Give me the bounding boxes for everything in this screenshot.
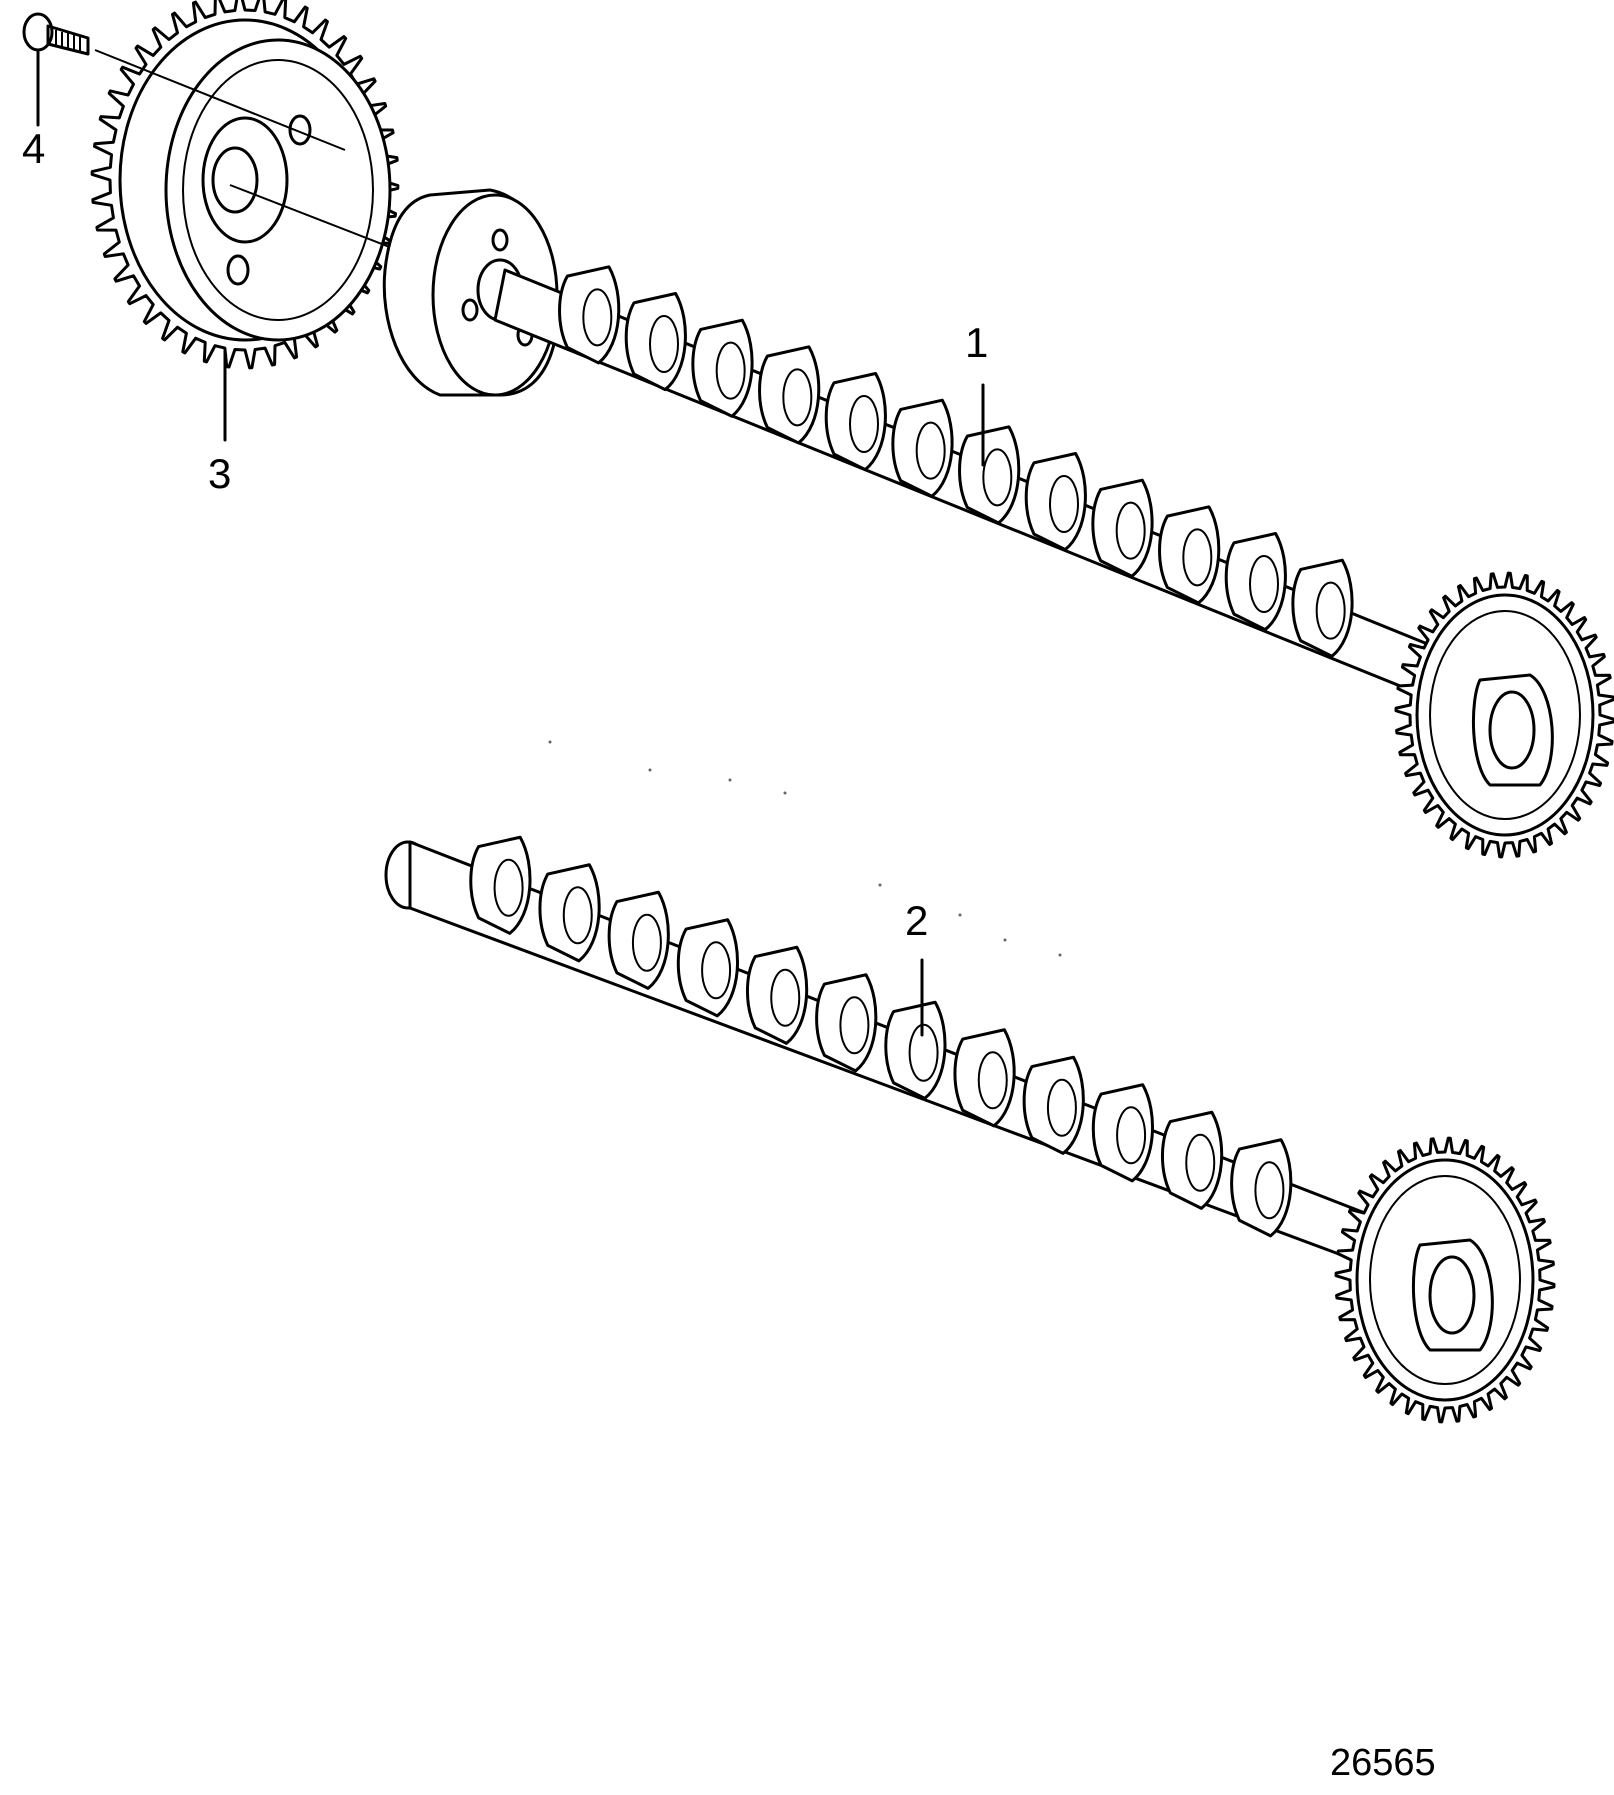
cam-journal — [977, 1051, 1008, 1110]
svg-text:2: 2 — [905, 897, 928, 944]
timing-gear — [90, 0, 400, 370]
cam-journal — [582, 288, 613, 347]
cam-lobe — [469, 835, 532, 935]
bolt — [22, 12, 90, 56]
cam-lobe — [1230, 1138, 1293, 1238]
cam-journal — [1249, 555, 1279, 613]
cam-journal — [839, 996, 870, 1055]
cam-lobe — [958, 425, 1021, 525]
callout-2: 2 — [905, 897, 928, 1037]
cam-lobe — [824, 372, 887, 472]
svg-text:4: 4 — [22, 125, 45, 172]
assembly-line — [229, 184, 411, 256]
callout-1: 1 — [965, 319, 988, 467]
cam-lobe — [1158, 505, 1221, 605]
cam-journal — [1254, 1161, 1285, 1220]
cam-lobe — [558, 265, 621, 365]
cam-lobe — [1091, 1083, 1154, 1183]
cam-journal — [562, 886, 593, 945]
cam-lobe — [1024, 452, 1087, 552]
camshaft-with-gear — [493, 265, 1614, 859]
cam-journal — [1315, 581, 1346, 640]
cam-journal — [982, 448, 1013, 507]
cam-lobe — [676, 918, 739, 1018]
cam-lobe — [746, 945, 809, 1045]
cam-journal — [1185, 1133, 1216, 1192]
svg-text:3: 3 — [208, 450, 231, 497]
cam-lobe — [1291, 558, 1354, 658]
cam-lobe — [538, 863, 601, 963]
cam-lobe — [758, 345, 821, 445]
cam-lobe — [1091, 478, 1154, 578]
cam-journal — [1046, 1078, 1077, 1137]
cam-journal — [770, 968, 801, 1027]
cam-journal — [1049, 475, 1079, 533]
cam-journal — [915, 421, 946, 480]
cam-lobe — [1022, 1055, 1085, 1155]
callout-3: 3 — [208, 348, 231, 497]
cam-journal — [493, 858, 524, 917]
cam-journal — [1115, 501, 1146, 560]
cam-journal — [649, 315, 679, 373]
cam-lobe — [884, 1000, 947, 1100]
svg-text:1: 1 — [965, 319, 988, 366]
figure-number: 26565 — [1330, 1742, 1436, 1784]
cam-journal — [908, 1023, 939, 1082]
assembly-line — [94, 49, 346, 151]
cam-journal — [782, 368, 813, 427]
cam-lobe — [1224, 532, 1287, 632]
background-dots — [548, 740, 1062, 957]
cam-journal — [701, 941, 732, 1000]
cam-lobe — [815, 973, 878, 1073]
cam-lobe — [953, 1028, 1016, 1128]
cam-journal — [631, 913, 662, 972]
cam-lobe — [691, 318, 754, 418]
cam-journal — [715, 341, 746, 400]
cam-journal — [849, 395, 879, 453]
cam-lobe — [1161, 1110, 1224, 1210]
cam-journal — [1116, 1106, 1147, 1165]
callout-4: 4 — [22, 50, 45, 172]
cam-lobe — [607, 890, 670, 990]
cam-lobe — [891, 398, 954, 498]
camshaft — [384, 835, 1556, 1424]
cam-journal — [1182, 528, 1213, 587]
cam-lobe — [624, 292, 687, 392]
